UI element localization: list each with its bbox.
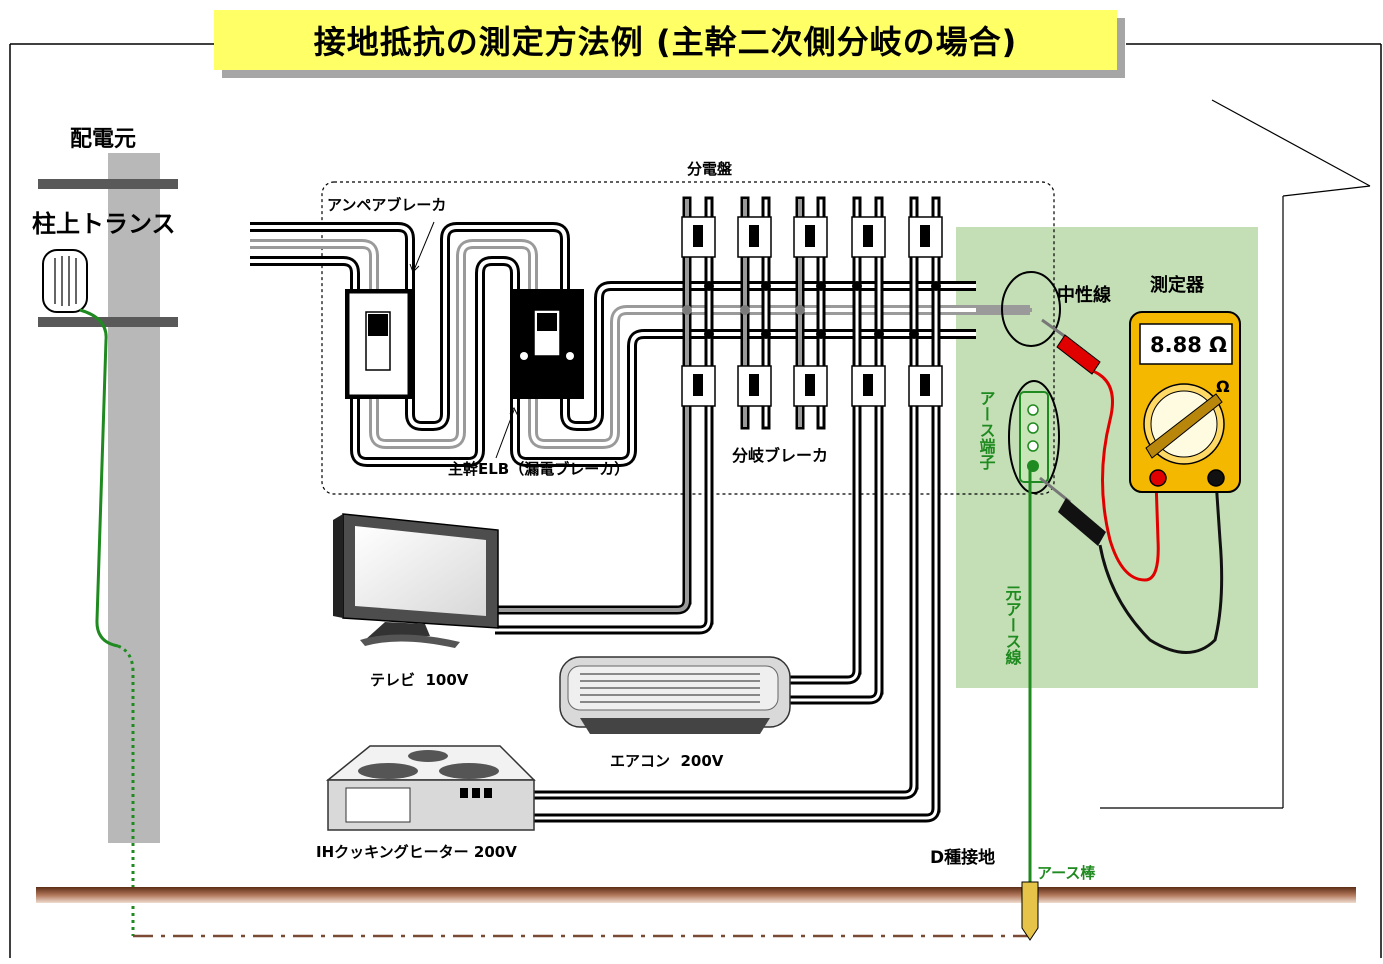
page-title: 接地抵抗の測定方法例 (主幹二次側分岐の場合): [313, 23, 1018, 61]
transformer-icon: [42, 249, 88, 313]
label-tv: テレビ 100V: [370, 671, 469, 689]
label-earth-rod: アース棒: [1037, 864, 1096, 882]
ground-surface: [36, 887, 1356, 903]
label-source-earth-wire: 元アース線: [1003, 585, 1022, 666]
label-transformer: 柱上トランス: [32, 210, 176, 238]
label-branch-breaker: 分岐ブレーカ: [732, 446, 828, 465]
earth-terminal: [1008, 380, 1060, 494]
label-source: 配電元: [70, 127, 136, 152]
pole-earth-wire-buried: [117, 644, 135, 936]
branch-breaker-levers-top: [693, 225, 930, 247]
label-d-ground: D種接地: [930, 847, 995, 868]
tv-icon: [333, 513, 499, 648]
label-ampere-breaker: アンペアブレーカ: [327, 196, 446, 214]
label-pointers: [409, 221, 519, 459]
aircon-icon: [559, 656, 791, 734]
label-panel: 分電盤: [687, 160, 733, 178]
incoming-lines: [250, 222, 1030, 467]
ampere-breaker: [345, 289, 412, 399]
appliance-wires: [495, 599, 941, 823]
label-earth-terminal: アース端子: [977, 390, 996, 471]
label-meter: 測定器: [1150, 274, 1205, 296]
main-elb-breaker: [510, 289, 584, 399]
meter-reading: 8.88 Ω: [1150, 333, 1227, 357]
label-aircon: エアコン 200V: [610, 752, 724, 770]
utility-pole: [38, 153, 178, 843]
meter-omega-label: Ω: [1216, 377, 1230, 396]
title-banner: 接地抵抗の測定方法例 (主幹二次側分岐の場合): [214, 10, 1117, 70]
branch-breaker-levers-bottom: [693, 374, 930, 396]
red-probe-lead: [1041, 318, 1160, 582]
outer-frame: [9, 43, 1382, 958]
neutral-marker: [1001, 271, 1061, 347]
bus-junctions: [682, 281, 941, 339]
label-ih-heater: IHクッキングヒーター 200V: [316, 843, 517, 861]
pole-earth-wire: [79, 308, 119, 648]
label-main-elb: 主幹ELB（漏電ブレーカ）: [448, 460, 629, 478]
black-probe-lead: [1039, 476, 1224, 654]
ih-heater-icon: [325, 745, 536, 831]
tester-meter-icon: [1129, 311, 1241, 493]
earth-rod-icon: [1021, 881, 1039, 941]
label-neutral: 中性線: [1057, 284, 1111, 306]
house-outline: [1100, 99, 1371, 809]
